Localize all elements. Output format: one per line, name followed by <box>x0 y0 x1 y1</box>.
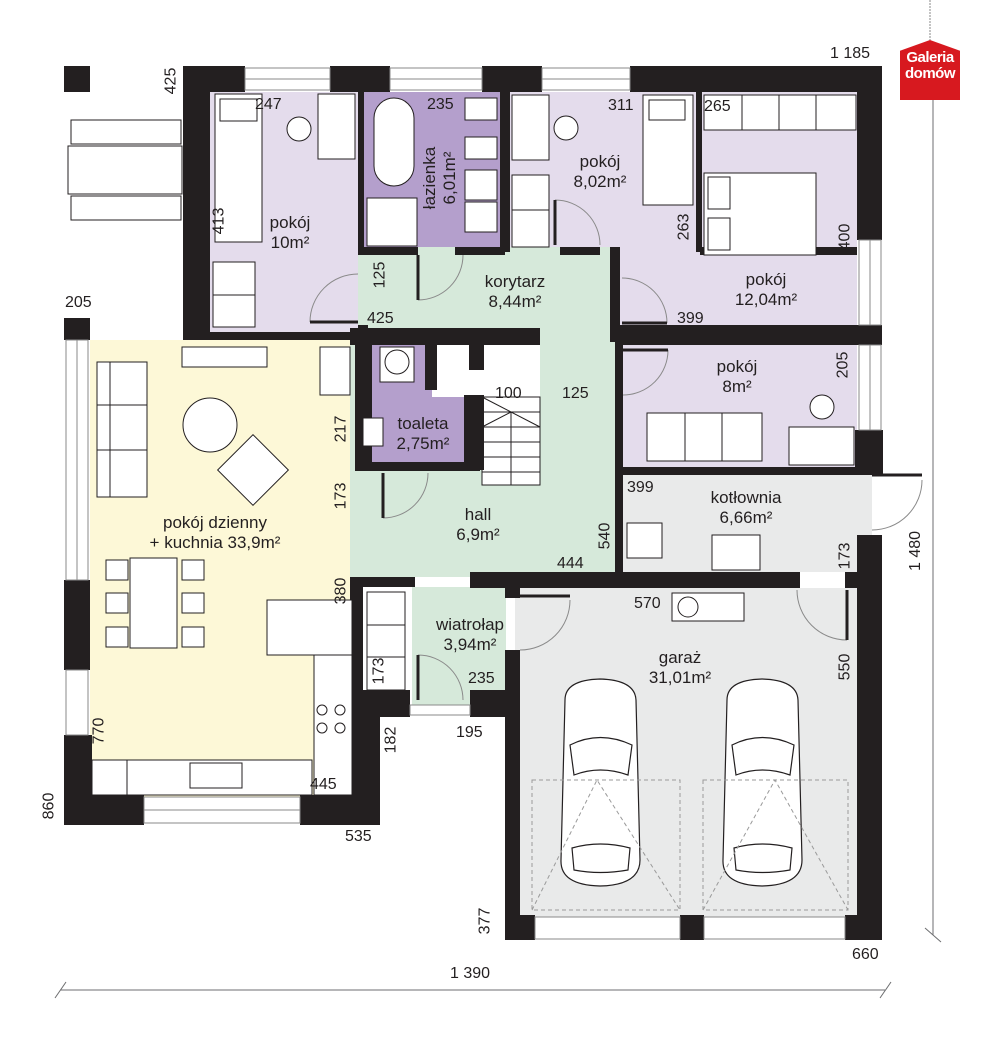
dim-room10-height: 413 <box>210 207 228 235</box>
room-area: 6,9m² <box>456 525 500 544</box>
dim-bath-width: 235 <box>427 96 454 113</box>
room-area: 31,01m² <box>648 668 712 687</box>
room-name: toaleta <box>397 414 449 433</box>
dim-hall-right: 125 <box>562 385 589 402</box>
dim-room802-height: 263 <box>675 213 693 241</box>
room-name: pokój dzienny <box>163 513 267 532</box>
dim-boiler-399: 399 <box>627 479 654 496</box>
room-fill-wiatrolap <box>412 587 506 705</box>
room-area: 8,02m² <box>573 172 627 191</box>
cars <box>560 678 803 887</box>
dim-living-217: 217 <box>332 415 350 443</box>
staircase <box>432 345 541 486</box>
dimension-lines <box>54 0 942 999</box>
dim-total-width: 1 390 <box>450 965 491 982</box>
room-name: kotłownia <box>710 488 782 507</box>
room-label-lazienka: łazienka 6,01m² <box>420 138 460 218</box>
dim-room8-height: 205 <box>834 351 852 379</box>
garage-door-tracks <box>531 778 849 911</box>
room-label-pokoj-802: pokój 8,02m² <box>560 152 640 192</box>
room-name: garaż <box>658 648 702 667</box>
room-name: wiatrołap <box>435 615 505 634</box>
room-name: hall <box>464 505 492 524</box>
room-name: pokój <box>745 270 787 289</box>
dim-boiler-173: 173 <box>836 542 854 570</box>
furniture <box>67 93 857 796</box>
room-label-pokoj-8: pokój 8m² <box>697 357 777 397</box>
room-name: łazienka <box>420 146 439 210</box>
galeria-domow-logo: Galeria domów <box>900 40 960 100</box>
room-name: pokój <box>716 357 758 376</box>
room-label-dzienny: pokój dzienny + kuchnia 33,9m² <box>135 513 295 553</box>
dim-room10-width: 247 <box>255 96 282 113</box>
dim-hall-540: 540 <box>596 522 614 550</box>
dim-vest-173: 173 <box>370 657 388 685</box>
room-fill-korytarz <box>358 247 615 332</box>
dim-bottom-535: 535 <box>345 828 372 845</box>
room-area: 2,75m² <box>396 434 450 453</box>
windows <box>65 67 882 940</box>
dim-vest-182: 182 <box>382 726 400 754</box>
dim-living-770: 770 <box>90 717 108 745</box>
room-label-hall: hall 6,9m² <box>443 505 513 545</box>
dim-total-height: 1 480 <box>907 530 925 572</box>
dim-left-bottom: 860 <box>40 792 58 820</box>
room-area: 8m² <box>722 377 752 396</box>
dim-stairs: 100 <box>495 385 522 402</box>
room-label-wiatrolap: wiatrołap 3,94m² <box>425 615 515 655</box>
room-area: 10m² <box>270 233 310 252</box>
dim-garage-570: 570 <box>634 595 661 612</box>
dim-vest-195: 195 <box>456 724 483 741</box>
room-area: 12,04m² <box>734 290 798 309</box>
logo-line2: domów <box>905 65 956 82</box>
dim-room1204-height: 400 <box>836 223 854 251</box>
dim-living-445: 445 <box>310 776 337 793</box>
dim-garage-550: 550 <box>836 653 854 681</box>
dim-hall-444: 444 <box>557 555 584 572</box>
dim-corridor-width: 425 <box>367 310 394 327</box>
dim-living-380: 380 <box>332 577 350 605</box>
doors <box>309 199 923 701</box>
dim-room802-width: 311 <box>608 97 634 114</box>
room-label-garaz: garaż 31,01m² <box>630 648 730 688</box>
dim-vest-235: 235 <box>468 670 495 687</box>
room-area: 3,94m² <box>443 635 497 654</box>
logo-line1: Galeria <box>906 49 954 66</box>
room-area: 8,44m² <box>488 292 542 311</box>
room-area: 6,66m² <box>719 508 773 527</box>
room-label-korytarz: korytarz 8,44m² <box>470 272 560 312</box>
dim-top-right: 1 185 <box>830 45 871 62</box>
room-name: pokój <box>579 152 621 171</box>
room-label-pokoj-10: pokój 10m² <box>250 213 330 253</box>
dim-garage-660: 660 <box>852 946 879 963</box>
room-name: pokój <box>269 213 311 232</box>
room-name: korytarz <box>484 272 546 291</box>
room-label-pokoj-1204: pokój 12,04m² <box>716 270 816 310</box>
room-fill-pokoj-1204b <box>620 247 857 332</box>
dim-corridor-height: 125 <box>371 261 389 289</box>
dim-room1204-bottom: 399 <box>677 310 704 327</box>
room-label-toaleta: toaleta 2,75m² <box>383 414 463 454</box>
dim-room1204-width: 265 <box>704 98 731 115</box>
room-area: + kuchnia 33,9m² <box>149 533 281 552</box>
dim-left-top: 425 <box>162 67 180 95</box>
dim-living-top: 205 <box>65 294 92 311</box>
room-label-kotlownia: kotłownia 6,66m² <box>696 488 796 528</box>
room-area: 6,01m² <box>440 151 459 205</box>
dim-living-173: 173 <box>332 482 350 510</box>
dim-garage-377: 377 <box>476 907 494 935</box>
